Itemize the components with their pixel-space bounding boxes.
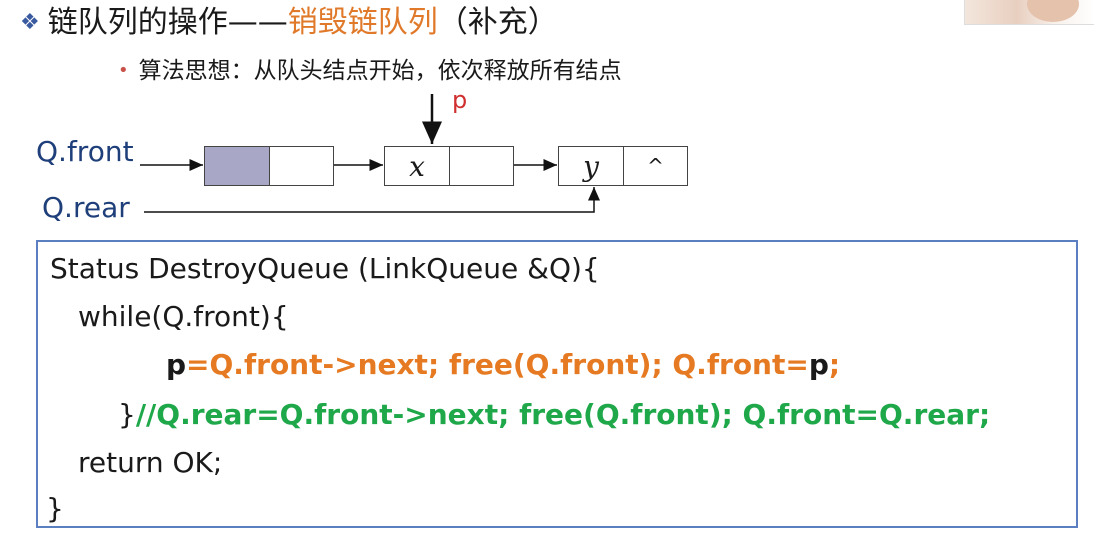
code-p-var: p (166, 348, 187, 381)
node-x-data: x (409, 149, 425, 183)
front-label: Q.front (36, 135, 134, 168)
bullet-dot-icon: • (118, 60, 129, 81)
node-x: x (384, 146, 514, 186)
code-line-1: Status DestroyQueue (LinkQueue &Q){ (50, 252, 600, 285)
code-loop-body: =Q.front->next; free(Q.front); Q.front= (186, 348, 809, 381)
code-line-3: p=Q.front->next; free(Q.front); Q.front=… (166, 348, 840, 382)
title-suffix: （补充） (437, 5, 558, 40)
rear-label: Q.rear (42, 191, 130, 224)
code-line-5: return OK; (78, 446, 223, 479)
head-node (204, 146, 334, 186)
code-line-6: } (46, 492, 64, 525)
title-highlight: 销毁链队列 (287, 5, 438, 40)
algorithm-idea: • 算法思想：从队头结点开始，依次释放所有结点 (118, 56, 622, 86)
algorithm-idea-text: 算法思想：从队头结点开始，依次释放所有结点 (138, 58, 622, 84)
node-y-next: ^ (623, 147, 687, 185)
title-prefix: 链队列的操作—— (47, 5, 288, 40)
webcam-overlay (964, 0, 1094, 25)
node-x-next (449, 147, 513, 185)
code-p-var-2: p (808, 348, 829, 381)
code-comment: //Q.rear=Q.front->next; free(Q.front); Q… (135, 398, 991, 431)
diagram-arrows (140, 94, 600, 213)
rear-arrow (144, 187, 600, 213)
code-semicolon: ; (828, 348, 841, 381)
pointer-p-label: p (452, 86, 468, 114)
presenter-face-icon (1027, 0, 1079, 22)
head-node-data (205, 147, 269, 185)
code-line-2: while(Q.front){ (78, 300, 289, 333)
diamond-bullet-icon: ❖ (20, 10, 40, 35)
head-node-next (269, 147, 333, 185)
code-line-4: }//Q.rear=Q.front->next; free(Q.front); … (118, 398, 990, 432)
node-y: y ^ (558, 146, 688, 186)
node-y-data: y (583, 149, 599, 183)
slide-title: ❖ 链队列的操作——销毁链队列（补充） (20, 4, 558, 42)
code-close-brace: } (118, 398, 136, 431)
code-box: Status DestroyQueue (LinkQueue &Q){ whil… (36, 240, 1078, 528)
